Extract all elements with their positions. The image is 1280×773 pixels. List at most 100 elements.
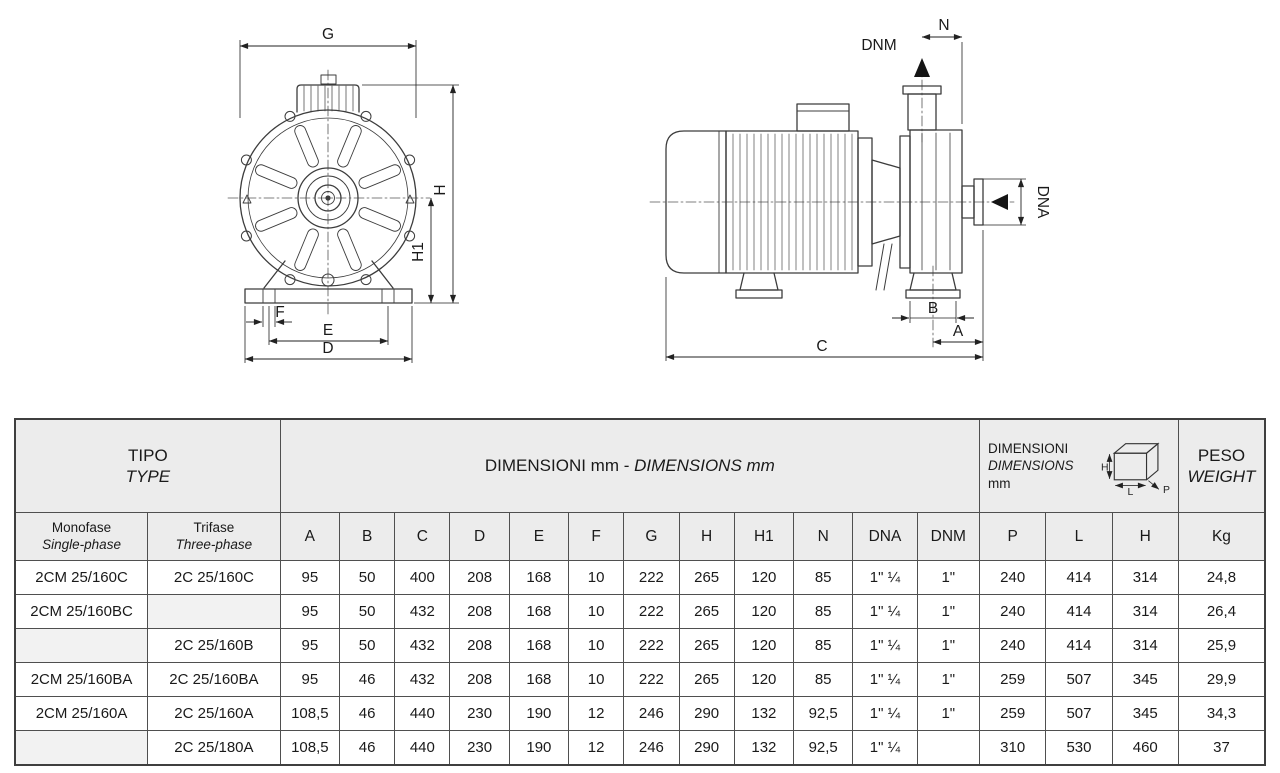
value-cell: 10 <box>568 662 625 697</box>
value-cell: 246 <box>623 730 680 766</box>
value-cell: 1" ¼ <box>852 730 918 766</box>
value-cell: 290 <box>678 696 735 731</box>
value-cell: 120 <box>733 662 795 697</box>
value-cell: 240 <box>979 560 1047 595</box>
value-cell: 414 <box>1045 628 1113 663</box>
value-cell: 240 <box>979 628 1047 663</box>
dimensions-title-en: DIMENSIONS mm <box>634 456 775 476</box>
dimensions-mm-header: DIMENSIONI mm - DIMENSIONS mm <box>279 418 981 513</box>
dim-label-n: N <box>938 17 949 34</box>
value-cell: 168 <box>508 662 570 697</box>
value-cell: 85 <box>793 560 854 595</box>
value-cell: 50 <box>338 594 396 629</box>
col-f: F <box>568 512 625 561</box>
value-cell: 314 <box>1111 594 1179 629</box>
value-cell: 50 <box>338 560 396 595</box>
overall-label-en: DIMENSIONS <box>988 458 1074 474</box>
model-monofase <box>14 628 149 663</box>
value-cell: 92,5 <box>793 696 854 731</box>
col-e: E <box>508 512 570 561</box>
value-cell: 314 <box>1111 628 1179 663</box>
value-cell: 168 <box>508 594 570 629</box>
cube-label-p: P <box>1163 485 1170 496</box>
model-trifase <box>147 594 281 629</box>
pump-front-view <box>227 69 431 317</box>
value-cell: 92,5 <box>793 730 854 766</box>
value-cell: 414 <box>1045 560 1113 595</box>
model-monofase: 2CM 25/160BA <box>14 662 149 697</box>
value-cell: 132 <box>733 696 795 731</box>
value-cell: 95 <box>279 594 340 629</box>
dim-label-dnm: DNM <box>861 37 896 54</box>
centerlines <box>227 69 431 317</box>
value-cell: 265 <box>678 628 735 663</box>
value-cell: 1" ¼ <box>852 628 918 663</box>
weight-header: PESO WEIGHT <box>1177 418 1266 513</box>
cube-label-h: H <box>1101 462 1109 473</box>
value-cell: 108,5 <box>279 730 340 766</box>
value-cell: 208 <box>449 594 510 629</box>
dim-label-e: E <box>323 322 333 339</box>
dim-label-g: G <box>322 26 334 43</box>
dim-label-a: A <box>953 323 964 340</box>
value-cell: 460 <box>1111 730 1179 766</box>
value-cell: 208 <box>449 628 510 663</box>
model-trifase: 2C 25/160BA <box>147 662 281 697</box>
col-d: D <box>449 512 510 561</box>
model-trifase: 2C 25/160B <box>147 628 281 663</box>
value-cell: 507 <box>1045 662 1113 697</box>
value-cell: 1" <box>916 560 981 595</box>
value-cell: 95 <box>279 662 340 697</box>
value-cell: 314 <box>1111 560 1179 595</box>
overall-label-it: DIMENSIONI <box>988 440 1069 456</box>
value-cell: 265 <box>678 594 735 629</box>
value-cell: 85 <box>793 594 854 629</box>
value-cell: 414 <box>1045 594 1113 629</box>
value-cell: 432 <box>394 594 451 629</box>
model-trifase: 2C 25/160A <box>147 696 281 731</box>
value-cell: 259 <box>979 662 1047 697</box>
value-cell: 46 <box>338 730 396 766</box>
value-cell: 265 <box>678 662 735 697</box>
value-cell: 95 <box>279 560 340 595</box>
box-dimensions-icon: H L P <box>1101 442 1170 496</box>
value-cell: 24,8 <box>1177 560 1266 595</box>
value-cell: 432 <box>394 628 451 663</box>
value-cell: 1" ¼ <box>852 696 918 731</box>
dim-label-d: D <box>322 340 333 357</box>
value-cell: 10 <box>568 628 625 663</box>
pump-side-view <box>649 58 1015 348</box>
dim-label-h: H <box>432 184 449 195</box>
col-b: B <box>338 512 396 561</box>
value-cell: 208 <box>449 560 510 595</box>
type-header: TIPO TYPE <box>14 418 281 513</box>
discharge-flow-arrow <box>914 58 930 77</box>
value-cell: 1" <box>916 696 981 731</box>
dim-label-f: F <box>275 304 284 321</box>
value-cell: 12 <box>568 730 625 766</box>
model-monofase: 2CM 25/160BC <box>14 594 149 629</box>
dimensions-title-it: DIMENSIONI mm - <box>484 456 635 476</box>
model-monofase: 2CM 25/160A <box>14 696 149 731</box>
weight-label-en: WEIGHT <box>1187 467 1256 486</box>
value-cell: 190 <box>508 696 570 731</box>
technical-drawings: G H H1 F E D <box>227 17 1051 363</box>
value-cell: 10 <box>568 560 625 595</box>
suction-flow-arrow <box>991 194 1008 210</box>
value-cell: 168 <box>508 560 570 595</box>
value-cell: 10 <box>568 594 625 629</box>
value-cell: 29,9 <box>1177 662 1266 697</box>
model-monofase: 2CM 25/160C <box>14 560 149 595</box>
value-cell: 190 <box>508 730 570 766</box>
value-cell: 222 <box>623 662 680 697</box>
col-c: C <box>394 512 451 561</box>
col-dna: DNA <box>852 512 918 561</box>
value-cell: 1" <box>916 628 981 663</box>
value-cell: 222 <box>623 560 680 595</box>
